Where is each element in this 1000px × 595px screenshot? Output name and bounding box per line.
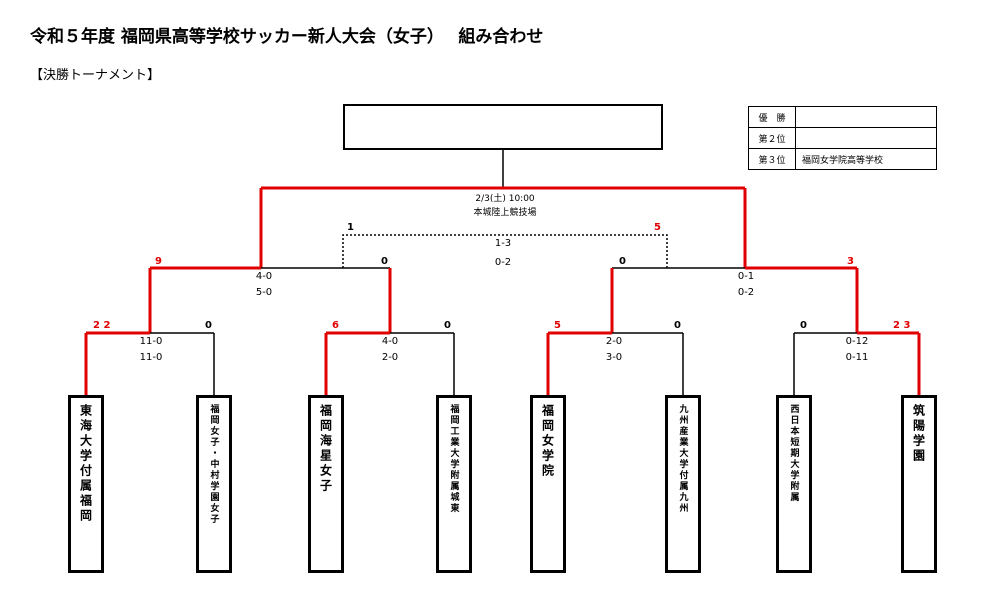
qf4-score-2: 0-11 [845,352,869,363]
qf1-score-2: 11-0 [139,352,163,363]
qf2-score-2: 2-0 [381,352,399,363]
team-box-8: 筑陽学園 [901,395,937,573]
qf3-seed-left: 5 [554,320,561,331]
team-name: 福岡女子・中村学園女子 [208,404,219,525]
team-box-6: 九州産業大学付属九州 [665,395,701,573]
qf3-score-1: 2-0 [605,336,623,347]
final-score-2: 0-2 [494,257,512,268]
semi1-seed-left: 9 [155,256,162,267]
qf1-seed-left: 2 2 [93,320,111,331]
team-box-2: 福岡女子・中村学園女子 [196,395,232,573]
qf4-seed-left: 0 [800,320,807,331]
semi2-seed-right: 3 [847,256,854,267]
page-title: 令和５年度 福岡県高等学校サッカー新人大会（女子） 組み合わせ [30,27,544,47]
semi2-score-2: 0-2 [737,287,755,298]
section-label: 【決勝トーナメント】 [30,68,161,83]
qf2-seed-right: 0 [444,320,451,331]
qf1-score-1: 11-0 [139,336,163,347]
table-row: 第３位 福岡女学院高等学校 [748,148,937,170]
result-value [795,127,937,149]
semi1-seed-right: 0 [381,256,388,267]
results-table: 優 勝 第２位 第３位 福岡女学院高等学校 [748,106,937,170]
team-box-1: 東海大学付属福岡 [68,395,104,573]
team-name: 東海大学付属福岡 [78,404,93,524]
semi2-seed-left: 0 [619,256,626,267]
final-seed-right: 5 [654,222,661,233]
final-seed-left: 1 [347,222,354,233]
final-info: 2/3(土) 10:00 本城陸上競技場 [440,192,570,220]
result-label: 第３位 [748,148,796,170]
final-score-1: 1-3 [494,238,512,249]
qf4-seed-right: 2 3 [893,320,911,331]
team-box-5: 福岡女学院 [530,395,566,573]
qf1-seed-right: 0 [205,320,212,331]
team-box-4: 福岡工業大学附属城東 [436,395,472,573]
champion-box [343,104,663,150]
qf2-seed-left: 6 [332,320,339,331]
final-date: 2/3(土) 10:00 [475,194,535,204]
semi1-score-1: 4-0 [255,271,273,282]
table-row: 第２位 [748,127,937,149]
team-box-3: 福岡海星女子 [308,395,344,573]
qf4-score-1: 0-12 [845,336,869,347]
qf3-score-2: 3-0 [605,352,623,363]
semi2-score-1: 0-1 [737,271,755,282]
team-name: 九州産業大学付属九州 [677,404,688,514]
result-label: 優 勝 [748,106,796,128]
team-name: 筑陽学園 [911,404,926,464]
semi1-score-2: 5-0 [255,287,273,298]
team-box-7: 西日本短期大学附属 [776,395,812,573]
final-venue: 本城陸上競技場 [473,208,537,218]
result-label: 第２位 [748,127,796,149]
table-row: 優 勝 [748,106,937,128]
team-name: 福岡女学院 [540,404,555,479]
qf3-seed-right: 0 [674,320,681,331]
team-name: 西日本短期大学附属 [788,404,799,503]
result-value: 福岡女学院高等学校 [795,148,937,170]
qf2-score-1: 4-0 [381,336,399,347]
team-name: 福岡海星女子 [318,404,333,494]
team-name: 福岡工業大学附属城東 [448,404,459,514]
result-value [795,106,937,128]
